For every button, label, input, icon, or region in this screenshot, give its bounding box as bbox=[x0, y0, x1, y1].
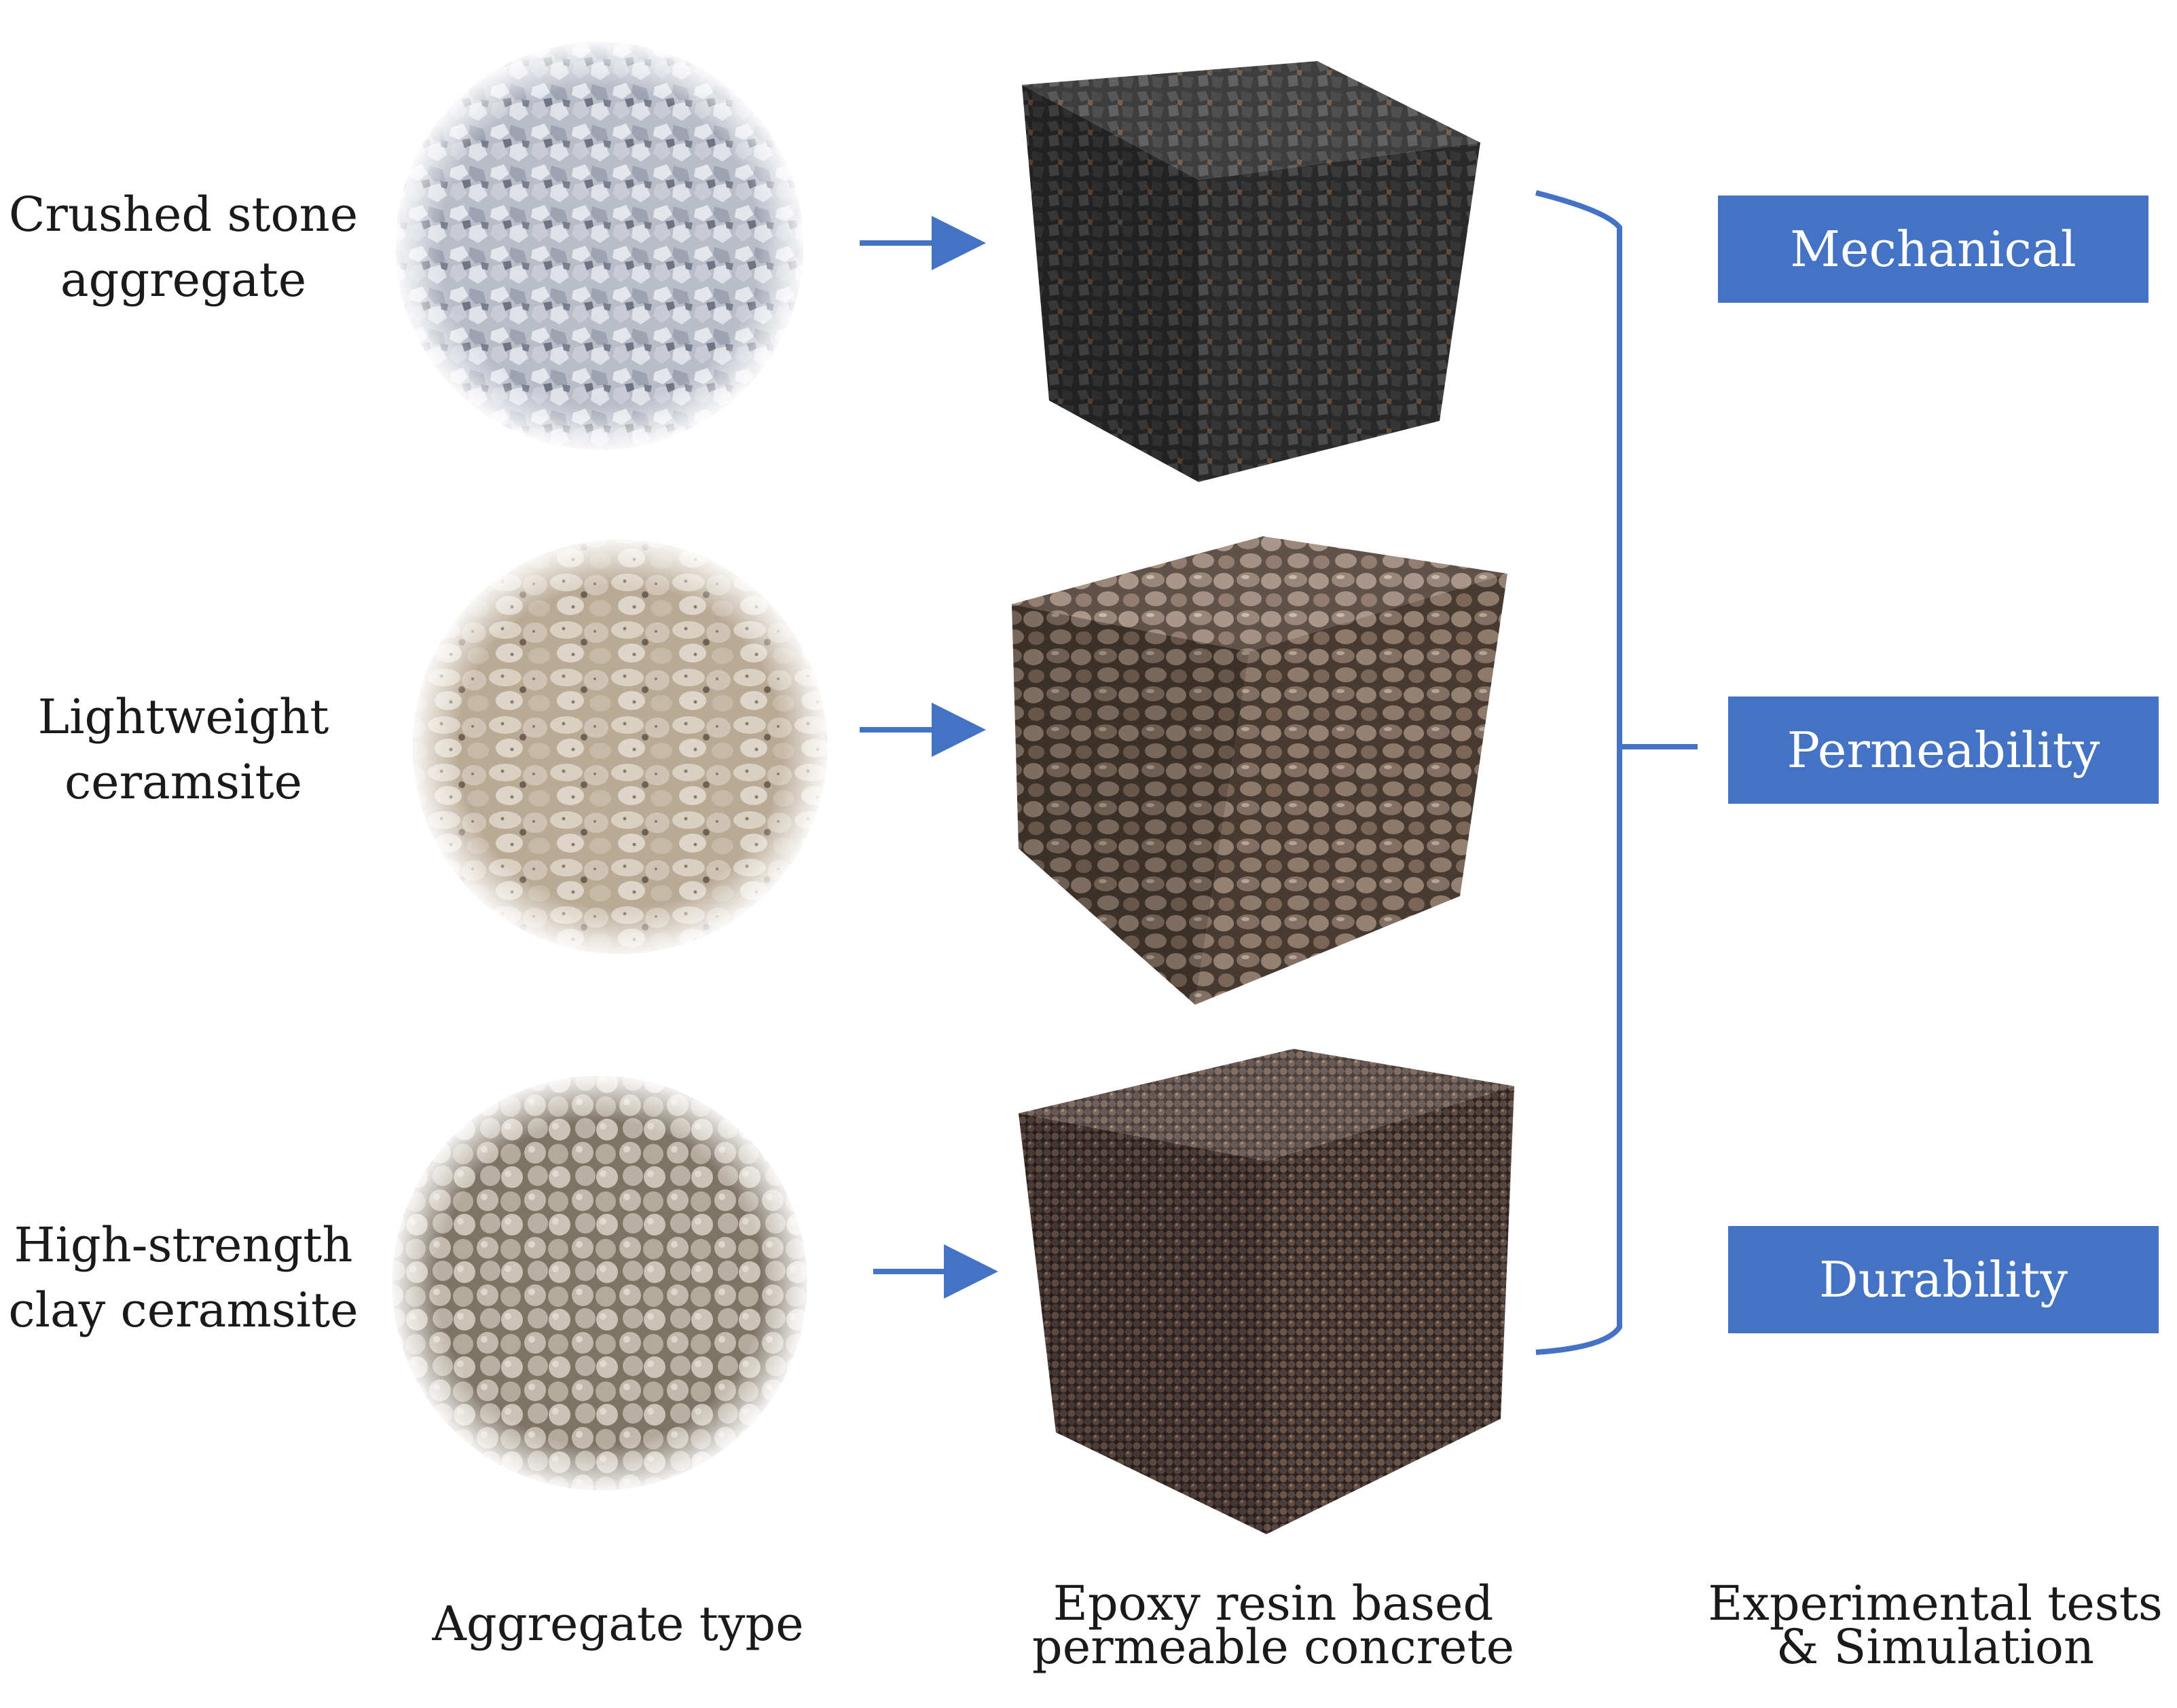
row-label-lightweight-ceramsite: Lightweight ceramsite bbox=[37, 689, 329, 810]
concrete-cube-clay-ceramsite bbox=[1019, 1049, 1514, 1534]
caption-aggregate-type: Aggregate type bbox=[432, 1596, 804, 1652]
caption-tests: Experimental tests & Simulation bbox=[1708, 1576, 2163, 1675]
concrete-cube-crushed-stone bbox=[1022, 61, 1480, 482]
test-box-permeability: Permeability bbox=[1728, 697, 2159, 804]
crushed-stone-concrete-cube-icon bbox=[1086, 68, 1087, 69]
test-box-mechanical: Mechanical bbox=[1718, 196, 2148, 303]
test-box-durability: Durability bbox=[1728, 1226, 2159, 1333]
aggregate-photo-clay-ceramsite bbox=[392, 1076, 807, 1490]
bracket bbox=[1535, 190, 1622, 1355]
concrete-cube-lightweight-ceramsite bbox=[1012, 536, 1507, 1005]
row-label-crushed-stone: Crushed stone aggregate bbox=[8, 187, 359, 308]
aggregate-photo-crushed-stone bbox=[396, 42, 803, 449]
aggregate-photo-lightweight-ceramsite bbox=[413, 540, 827, 954]
row-label-clay-ceramsite: High-strength clay ceramsite bbox=[8, 1217, 359, 1338]
caption-concrete: Epoxy resin based permeable concrete bbox=[1031, 1576, 1515, 1675]
